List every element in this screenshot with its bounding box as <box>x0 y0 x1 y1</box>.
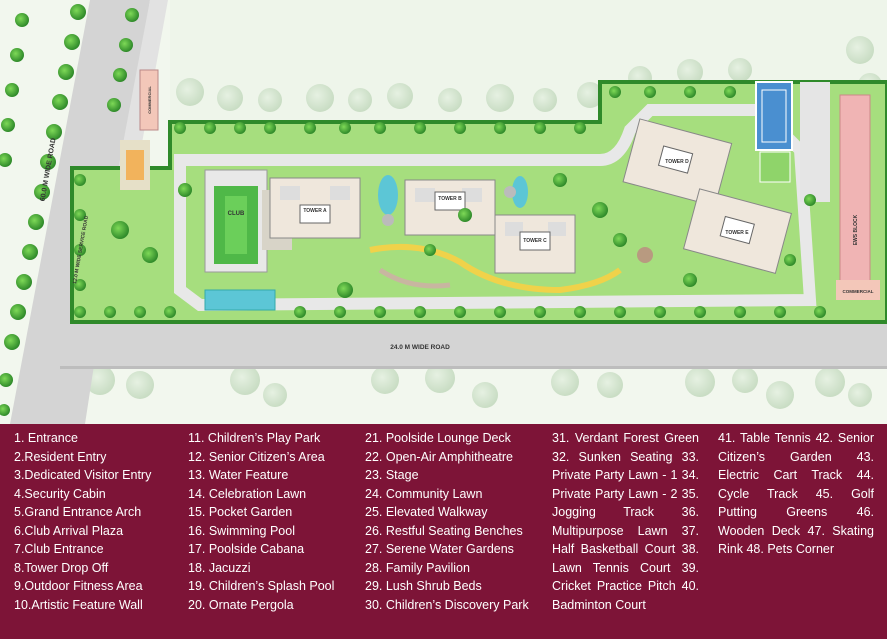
legend-item: Citizen’s Garden 43. <box>718 449 874 464</box>
legend-item: Half Basketball Court 38. <box>552 542 699 556</box>
legend-item: 7.Club Entrance <box>14 542 104 556</box>
legend-item: 28. Family Pavilion <box>365 560 470 575</box>
legend-item: 29. Lush Shrub Beds <box>365 579 482 593</box>
legend-item: Cycle Track 45. Golf <box>718 486 874 501</box>
legend-column-3: 21. Poolside Lounge Deck 22. Open-Air Am… <box>365 429 550 614</box>
legend-item: Putting Greens 46. <box>718 505 874 519</box>
legend-item: Electric Cart Track 44. <box>718 468 874 482</box>
legend-item: 8.Tower Drop Off <box>14 560 109 575</box>
ews-block-label: EWS BLOCK <box>853 214 859 245</box>
legend-item: 17. Poolside Cabana <box>188 542 305 556</box>
legend-item: 5.Grand Entrance Arch <box>14 505 142 519</box>
ews-block <box>839 94 871 296</box>
tower-d-label: TOWER D <box>665 159 689 165</box>
legend-item: 25. Elevated Walkway <box>365 505 488 519</box>
legend-item: 26. Restful Seating Benches <box>365 523 523 538</box>
legend-item: 3.Dedicated Visitor Entry <box>14 468 152 482</box>
legend-item: 9.Outdoor Fitness Area <box>14 579 143 593</box>
legend-item: 1. Entrance <box>14 431 78 445</box>
tower-d: TOWER D <box>622 118 733 207</box>
site-master-plan: CLUB TOWER A TOWER B TOWER C TOWER D TOW… <box>0 0 887 424</box>
basketball-court <box>759 151 791 183</box>
parking-strip <box>800 82 830 202</box>
legend-item: 12. Senior Citizen’s Area <box>188 449 325 464</box>
tower-c: TOWER C <box>494 214 576 274</box>
water-feature <box>378 175 398 215</box>
legend-item: 20. Ornate Pergola <box>188 597 294 612</box>
swimming-pool <box>204 289 276 311</box>
tower-a: TOWER A <box>269 177 361 239</box>
legend-item: Jogging Track 36. <box>552 505 699 519</box>
legend-column-4: 31. Verdant Forest Green 32. Sunken Seat… <box>552 429 699 614</box>
amenities-legend: 1. Entrance 2.Resident Entry 3.Dedicated… <box>0 424 887 639</box>
legend-item: 13. Water Feature <box>188 468 289 482</box>
club-label: CLUB <box>228 211 245 217</box>
legend-item: 22. Open-Air Amphitheatre <box>365 449 513 464</box>
legend-item: 27. Serene Water Gardens <box>365 542 514 556</box>
road-24m <box>60 322 887 368</box>
legend-column-5: 41. Table Tennis 42. Senior Citizen’s Ga… <box>718 429 874 559</box>
legend-item: 32. Sunken Seating 33. <box>552 449 699 464</box>
elevated-walkway <box>369 243 622 294</box>
legend-item: 10.Artistic Feature Wall <box>14 597 143 612</box>
legend-item: 16. Swimming Pool <box>188 523 295 538</box>
legend-item: 19. Children’s Splash Pool <box>188 579 335 593</box>
legend-item: 18. Jacuzzi <box>188 560 251 575</box>
legend-column-1: 1. Entrance 2.Resident Entry 3.Dedicated… <box>14 429 184 614</box>
background-trees <box>85 36 882 409</box>
legend-item: Multipurpose Lawn 37. <box>552 523 699 538</box>
tower-a-label: TOWER A <box>303 208 327 214</box>
legend-item: 23. Stage <box>365 468 419 482</box>
road-24m-label: 24.0 M WIDE ROAD <box>390 344 450 351</box>
internal-driveway <box>174 104 817 312</box>
legend-item: 2.Resident Entry <box>14 449 107 464</box>
legend-item: 11. Children’s Play Park <box>188 431 321 445</box>
family-pavilion <box>637 247 653 263</box>
road-trees <box>0 4 139 416</box>
legend-item: 6.Club Arrival Plaza <box>14 523 124 538</box>
tennis-court <box>755 81 793 151</box>
tower-b-label: TOWER B <box>438 196 462 202</box>
tower-c-label: TOWER C <box>523 238 547 244</box>
legend-item: 4.Security Cabin <box>14 486 106 501</box>
legend-item: Lawn Tennis Court 39. <box>552 560 699 575</box>
legend-item: Private Party Lawn - 2 35. <box>552 486 699 501</box>
legend-item: 31. Verdant Forest Green <box>552 431 699 445</box>
tower-b: TOWER B <box>404 179 496 236</box>
legend-item: 41. Table Tennis 42. Senior <box>718 431 874 445</box>
legend-item: 24. Community Lawn <box>365 486 483 501</box>
commercial-block-top <box>139 69 159 131</box>
legend-item: Rink 48. Pets Corner <box>718 542 835 556</box>
legend-column-2: 11. Children’s Play Park 12. Senior Citi… <box>188 429 363 614</box>
legend-item: 30. Children’s Discovery Park <box>365 597 529 612</box>
legend-item: Wooden Deck 47. Skating <box>718 523 874 538</box>
site-trees <box>74 86 826 318</box>
tower-e-label: TOWER E <box>725 230 749 236</box>
legend-item: 14. Celebration Lawn <box>188 486 307 501</box>
legend-item: Cricket Practice Pitch 40. <box>552 579 699 593</box>
commercial-right-label: COMMERCIAL <box>843 289 874 294</box>
legend-item: 15. Pocket Garden <box>188 505 293 519</box>
legend-item: Private Party Lawn - 1 34. <box>552 468 699 482</box>
legend-item: Badminton Court <box>552 597 646 612</box>
legend-item: 21. Poolside Lounge Deck <box>365 431 511 445</box>
tower-e: TOWER E <box>682 188 793 274</box>
commercial-top-label: COMMERCIAL <box>147 86 152 114</box>
